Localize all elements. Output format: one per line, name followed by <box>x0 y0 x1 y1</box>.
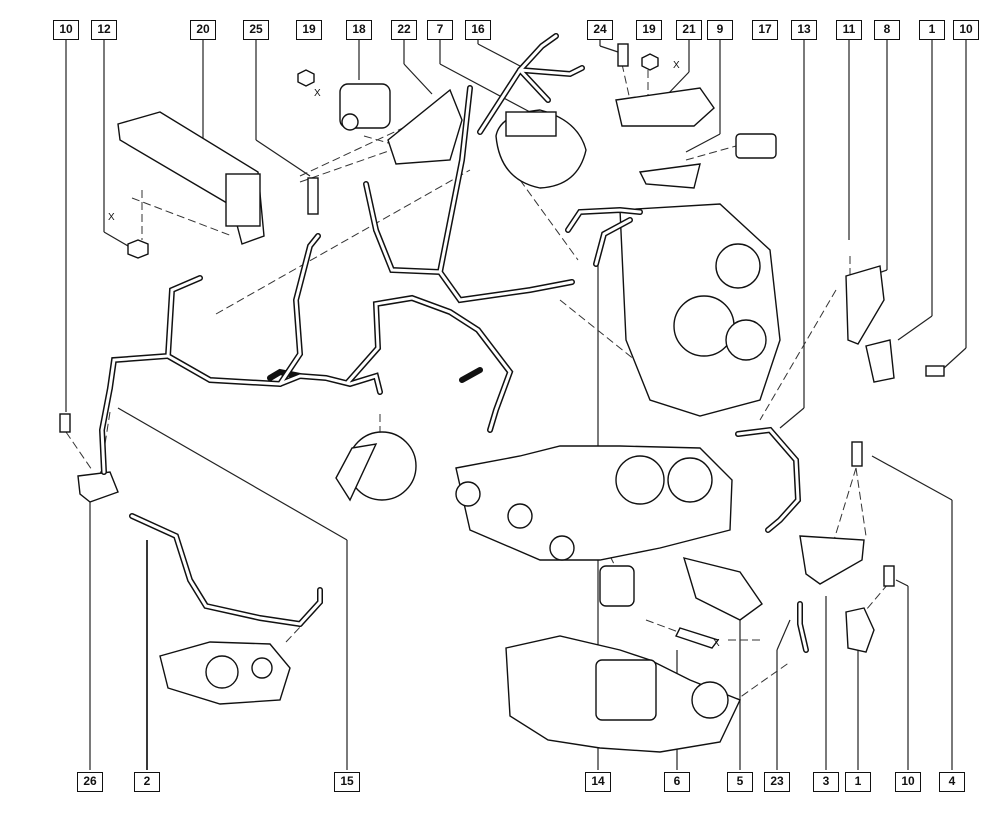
callout-top-8: 7 <box>427 20 453 40</box>
callout-bottom-6: 5 <box>727 772 753 792</box>
callout-top-18: 1 <box>919 20 945 40</box>
callout-bottom-10: 10 <box>895 772 921 792</box>
x-mark-nut-19-left: X <box>314 88 321 99</box>
callout-top-2: 12 <box>91 20 117 40</box>
callout-top-15: 13 <box>791 20 817 40</box>
callout-bottom-1: 26 <box>77 772 103 792</box>
callout-top-3: 20 <box>190 20 216 40</box>
callout-top-1: 10 <box>53 20 79 40</box>
callout-top-4: 25 <box>243 20 269 40</box>
callout-top-5: 19 <box>296 20 322 40</box>
x-mark-bolt-6: X <box>713 638 720 649</box>
callout-bottom-8: 3 <box>813 772 839 792</box>
callout-top-11: 19 <box>636 20 662 40</box>
callout-top-10: 24 <box>587 20 613 40</box>
callout-top-13: 9 <box>707 20 733 40</box>
callout-top-12: 21 <box>676 20 702 40</box>
callout-bottom-4: 14 <box>585 772 611 792</box>
callout-top-7: 22 <box>391 20 417 40</box>
callout-top-9: 16 <box>465 20 491 40</box>
callout-bottom-9: 1 <box>845 772 871 792</box>
x-mark-nut-12: X <box>108 212 115 223</box>
callout-bottom-2: 2 <box>134 772 160 792</box>
callout-top-14: 17 <box>752 20 778 40</box>
callout-top-19: 10 <box>953 20 979 40</box>
callout-bottom-11: 4 <box>939 772 965 792</box>
callout-top-17: 8 <box>874 20 900 40</box>
callout-bottom-5: 6 <box>664 772 690 792</box>
callout-bottom-3: 15 <box>334 772 360 792</box>
callout-bottom-7: 23 <box>764 772 790 792</box>
callout-top-6: 18 <box>346 20 372 40</box>
callout-top-16: 11 <box>836 20 862 40</box>
x-mark-nut-19-right: X <box>673 60 680 71</box>
